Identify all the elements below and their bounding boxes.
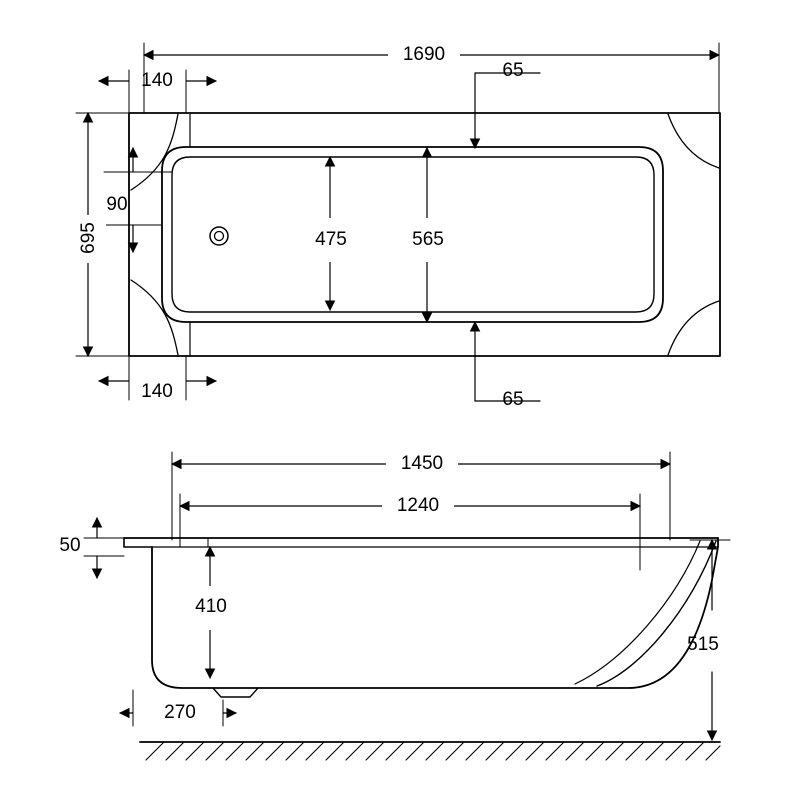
dim-label-overall-width: 695 — [78, 222, 99, 254]
dim-label-waste-offset-top: 65 — [502, 60, 523, 81]
dim-label-rim-thickness-side: 50 — [59, 535, 80, 556]
dim-label-rim-length-outer: 1450 — [401, 453, 443, 474]
dim-rim-thickness — [103, 146, 173, 254]
side-elevation-geometry — [123, 522, 719, 698]
dim-overall-height — [689, 538, 731, 742]
dim-label-rim-length-inner: 1240 — [397, 495, 439, 516]
dim-label-internal-depth: 410 — [195, 596, 227, 617]
dim-left-offset-bottom — [97, 355, 218, 401]
dim-label-left-offset-top: 140 — [141, 70, 173, 91]
dim-label-overall-height: 515 — [687, 634, 719, 655]
dim-rim-thickness-side — [83, 516, 125, 580]
dim-label-internal-width-b: 565 — [412, 229, 444, 250]
dim-label-waste-offset-bottom: 65 — [502, 389, 523, 410]
dim-label-internal-width-a: 475 — [315, 229, 347, 250]
dim-label-overall-length: 1690 — [403, 44, 445, 65]
dim-label-left-offset-bottom: 140 — [141, 381, 173, 402]
dim-label-rim-thickness: 90 — [106, 194, 127, 215]
dim-label-foot-offset: 270 — [164, 702, 196, 723]
floor-hatching — [139, 741, 721, 761]
dim-waste-offset-top — [469, 72, 541, 150]
plan-view-geometry — [128, 112, 721, 357]
dim-waste-offset-bottom — [469, 320, 541, 402]
dim-left-offset-top — [97, 69, 218, 114]
dim-foot-offset — [118, 689, 238, 727]
